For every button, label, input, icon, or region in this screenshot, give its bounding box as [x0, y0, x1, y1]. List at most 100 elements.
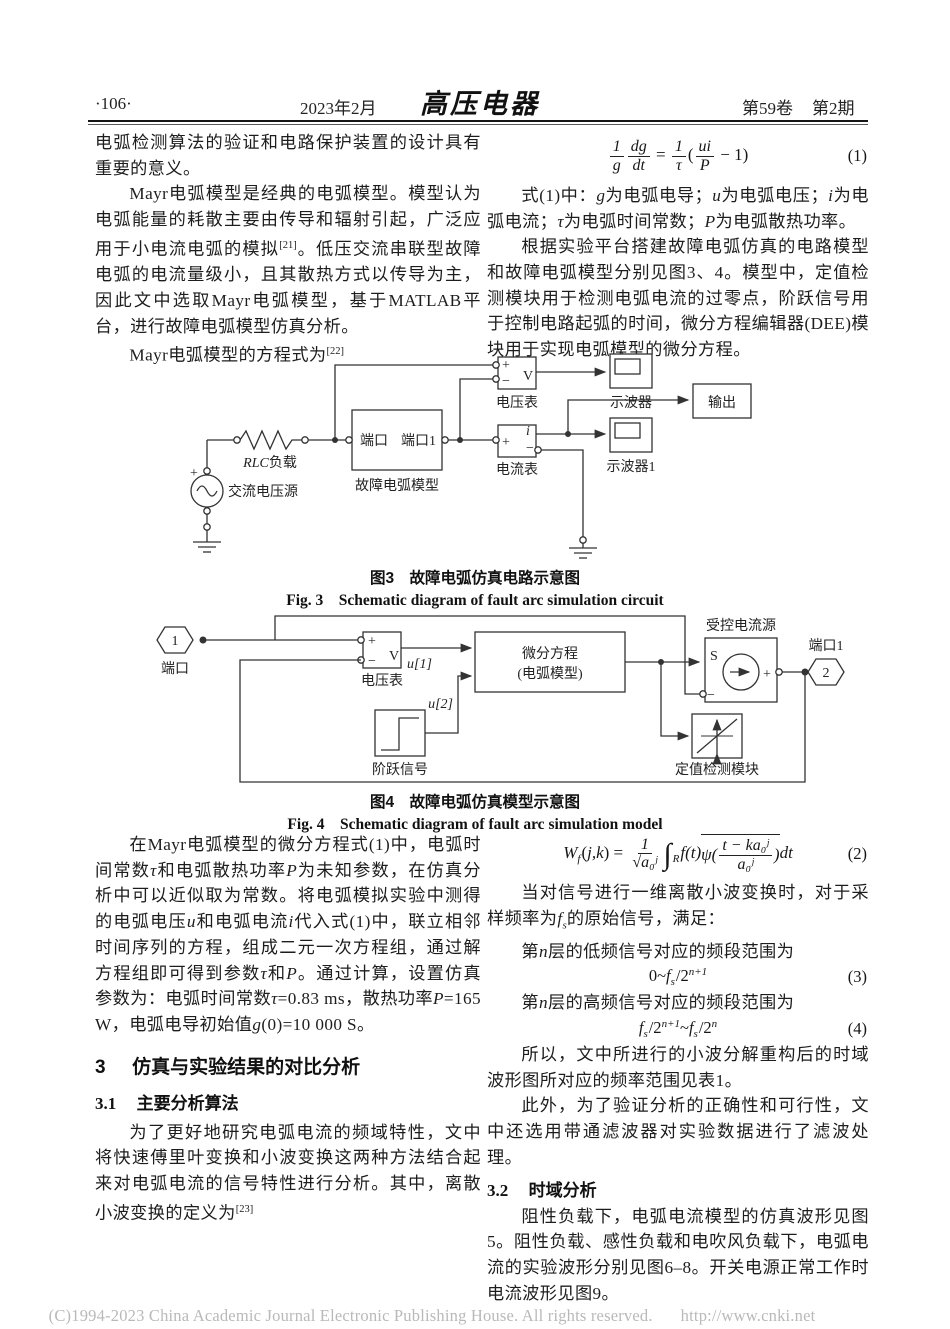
dee-label-line1: 微分方程 [522, 646, 578, 662]
output-block [692, 383, 752, 419]
plus-sign: + [502, 435, 510, 450]
section-number: 3.1 [95, 1093, 117, 1113]
ac-voltage-source-icon [190, 440, 224, 553]
ammeter-block [497, 424, 537, 458]
equation-3-body: 0~fs/2n+1 [648, 966, 708, 989]
paragraph: 根据实验平台搭建故障电弧仿真的电路模型和故障电弧模型分别见图3、4。模型中，定值… [487, 237, 869, 360]
left-column-top: 电弧检测算法的验证和电路保护装置的设计具有重要的意义。 Mayr电弧模型是经典的… [95, 130, 481, 369]
equation-1-number: (1) [847, 146, 867, 166]
paragraph: 电弧检测算法的验证和电路保护装置的设计具有重要的意义。 [95, 133, 481, 178]
paragraph: 第n层的低频信号对应的频段范围为 [521, 941, 795, 961]
ground-icon [569, 547, 597, 559]
port1-label: 端口1 [809, 638, 844, 654]
ac-source-label: 交流电压源 [228, 483, 298, 500]
port2-number: 2 [823, 666, 830, 681]
figure-3-caption-en: Fig. 3 Schematic diagram of fault arc si… [286, 592, 664, 609]
dee-block [474, 631, 626, 693]
paragraph: 所以，文中所进行的小波分解重构后的时域波形图所对应的频率范围见表1。 [487, 1045, 869, 1090]
page-footer: (C)1994-2023 China Academic Journal Elec… [40, 1286, 816, 1326]
port1-number: 1 [172, 634, 179, 649]
equation-3-number: (3) [847, 967, 867, 987]
section-3-2-heading: 3.2 时域分析 [487, 1176, 869, 1201]
figure-4-caption-zh: 图4 故障电弧仿真模型示意图 [369, 794, 581, 811]
section-3-heading: 3 仿真与实验结果的对比分析 [95, 1052, 481, 1079]
output-label: 输出 [708, 395, 736, 411]
rlc-load-resistor-icon [239, 429, 302, 451]
paragraph: 此外，为了验证分析的正确性和可行性，文中还选用带通滤波器对实验数据进行了滤波处理… [487, 1096, 869, 1167]
minus-sign: − [368, 654, 376, 669]
step-signal-label: 阶跃信号 [372, 762, 428, 778]
figure-3-diagram: + 交流电压源 RLC负载 端口 端口1 故障电弧模型 + − V 电压表 示波… [190, 353, 752, 559]
voltmeter-block [362, 631, 402, 669]
port-label: 端口 [161, 661, 189, 677]
paragraph: 在Mayr电弧模型的微分方程式(1)中，电弧时间常数τ和电弧散热功率P为未知参数… [95, 835, 481, 1034]
minus-sign: − [502, 374, 510, 389]
voltmeter-v-label: V [523, 369, 533, 384]
ccs-label: 受控电流源 [706, 618, 776, 634]
header-date: 2023年2月 [300, 99, 377, 118]
plus-sign: + [190, 466, 198, 481]
page-number: ·106· [95, 94, 132, 113]
ammeter-i-label: i [526, 424, 530, 439]
equation-2-number: (2) [847, 843, 867, 863]
paragraph: 第n层的高频信号对应的频段范围为 [521, 993, 795, 1013]
u2-signal-label: u[2] [428, 697, 453, 712]
dee-label-line2: (电弧模型) [517, 666, 583, 682]
section-title: 时域分析 [528, 1180, 597, 1200]
section-number: 3.2 [487, 1180, 509, 1200]
figure-4-diagram: 1 端口 + − V 电压表 u[1] u[2] 微分方程 (电弧模型) 阶跃信… [156, 615, 845, 783]
page-header: ·106· 2023年2月 高压电器 第59卷 第2期 [0, 0, 950, 125]
figure-3-caption-zh: 图3 故障电弧仿真电路示意图 [369, 570, 581, 587]
fault-arc-model-label: 故障电弧模型 [355, 478, 439, 494]
voltmeter-label: 电压表 [361, 673, 403, 689]
left-column-bottom: 在Mayr电弧模型的微分方程式(1)中，电弧时间常数τ和电弧散热功率P为未知参数… [95, 832, 481, 1226]
header-rule [88, 120, 868, 125]
journal-logo: 高压电器 [420, 89, 540, 119]
issue-label: 第2期 [812, 99, 855, 118]
u1-signal-label: u[1] [407, 657, 432, 672]
section-3-1-heading: 3.1 主要分析算法 [95, 1089, 481, 1114]
section-number: 3 [95, 1056, 106, 1078]
rlc-load-label: RLC负载 [242, 455, 297, 471]
oscilloscope-label: 示波器 [610, 395, 652, 411]
detection-module-block [691, 713, 743, 765]
volume-label: 第59卷 [742, 99, 793, 118]
port-hexagon-2 [807, 658, 845, 686]
model-port1-label: 端口1 [401, 433, 436, 449]
equation-3: 0~fs/2n+1 (3) [487, 966, 869, 988]
paragraph: Mayr电弧模型是经典的电弧模型。模型认为电弧能量的耗散主要由传导和辐射引起，广… [95, 184, 481, 336]
figure-4-caption-en: Fig. 4 Schematic diagram of fault arc si… [287, 816, 663, 833]
footer-url: http://www.cnki.net [680, 1306, 816, 1325]
equation-4-number: (4) [847, 1019, 867, 1039]
section-title: 主要分析算法 [136, 1093, 239, 1113]
paragraph: Mayr电弧模型的方程式为[22] [129, 346, 345, 366]
oscilloscope1-block [609, 417, 653, 453]
section-title: 仿真与实验结果的对比分析 [132, 1056, 361, 1078]
step-signal-block [374, 709, 426, 757]
ccs-s-label: S [710, 649, 718, 664]
oscilloscope1-label: 示波器1 [607, 459, 656, 475]
voltmeter-label: 电压表 [496, 395, 538, 411]
minus-sign: − [707, 688, 715, 703]
paragraph: 式(1)中：g为电弧电导；u为电弧电压；i为电弧电流；τ为电弧时间常数；P为电弧… [487, 185, 869, 231]
oscilloscope-block [609, 353, 653, 389]
paragraph: 阻性负载下，电弧电流模型的仿真波形见图5。阻性负载、感性负载和电吹风负载下，电弧… [487, 1206, 869, 1303]
equation-4: fs/2n+1~fs/2n (4) [487, 1018, 869, 1040]
detection-module-label: 定值检测模块 [675, 762, 759, 778]
paragraph: 当对信号进行一维离散小波变换时，对于采样频率为fs的原始信号，满足： [487, 882, 869, 931]
minus-sign: − [526, 441, 534, 456]
copyright-text: (C)1994-2023 China Academic Journal Elec… [48, 1306, 653, 1325]
plus-sign: + [368, 634, 376, 649]
voltmeter-v-label: V [389, 649, 399, 664]
plus-sign: + [502, 358, 510, 373]
model-port-label: 端口 [360, 433, 388, 449]
equation-4-body: fs/2n+1~fs/2n [638, 1018, 718, 1041]
paragraph: 为了更好地研究电弧电流的频域特性，文中将快速傅里叶变换和小波变换这两种方法结合起… [95, 1122, 481, 1223]
port-hexagon-1 [156, 626, 194, 654]
